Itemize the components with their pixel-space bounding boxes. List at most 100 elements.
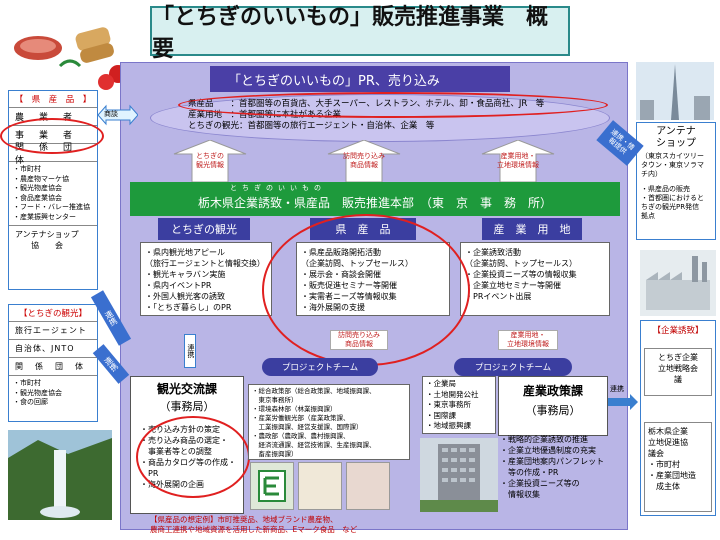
list-item: ・市町村 (13, 379, 41, 387)
antenna-shop-location: （東京スカイツリー タウン・東京ソラマ チ内） (641, 152, 704, 178)
list-item: 成主体 (648, 482, 680, 491)
highlight-ring (0, 118, 104, 154)
list-item: ・産業団地造 (648, 471, 696, 480)
shodan-arrow-icon (98, 104, 138, 126)
renkei-label: 連携 (103, 308, 119, 328)
list-item: ・食の回廊 (13, 398, 48, 406)
product-photo (346, 462, 390, 510)
list-item: 東京事務所） (252, 396, 298, 404)
column-sangyo: ・企業誘致活動 （企業訪問、トップセールス） ・企業投資ニーズ等の情報収集 ・企… (460, 242, 610, 316)
list-item: ・食品産業協会 (13, 193, 62, 202)
skytree-image (636, 62, 714, 120)
sangyo-division-sub: （事務局） (525, 404, 581, 417)
departments-box: ・総合政策部（総合政策課、地域振興課、 東京事務所） ・環境森林部（林業振興課）… (248, 384, 410, 460)
hq-banner: とちぎのいいもの 栃木県企業誘致・県産品 販売推進本部 （東 京 事 務 所） (130, 182, 620, 216)
hq-name: 栃木県企業誘致・県産品 販売推進本部 （東 京 事 務 所） (197, 196, 552, 210)
list-item: ・企業誘致活動 (465, 248, 521, 257)
list-item: ・企業局 (426, 379, 456, 388)
list-item: ・企業投資ニーズ等の情報収集 (465, 270, 577, 279)
renkei-label: 連携 (102, 354, 120, 374)
food-products-image (14, 27, 127, 90)
left-panel-head: 【とちぎの観光】 (9, 305, 97, 322)
left-panel-row: 自治体、JNTO (9, 340, 97, 358)
prefectural-office-image (420, 438, 498, 512)
list-item: ・観光物産協会 (13, 184, 62, 192)
antenna-shop-panel: アンテナ ショップ （東京スカイツリー タウン・東京ソラマ チ内） ・県産品の販… (636, 122, 716, 240)
list-item: 協 会 (15, 241, 63, 250)
highlight-ring (136, 416, 250, 498)
page-title: 「とちぎのいいもの」販売推進事業 概要 (150, 5, 570, 62)
footnote: 【県産品の想定例】市町推奨品、地域ブランド農産物、 農商工連携や地域資源を活用し… (150, 515, 510, 535)
target-line: とちぎの観光：首都圏等の旅行エージェント・自治体、企業 等 (188, 121, 435, 131)
list-item: ・観光物産協会 (13, 388, 62, 397)
project-team-pill: プロジェクトチーム (454, 358, 572, 376)
sangyo-division-name: 産業政策課 (522, 384, 583, 398)
list-item: （旅行エージェントと情報交換） (145, 259, 265, 268)
list-item: 立地戦略会 (658, 364, 698, 373)
list-item: アンテナショップ (15, 230, 79, 239)
list-item: ・農産物マーケ協 (13, 174, 69, 183)
renkei-label: 連携 (184, 334, 196, 368)
list-item: ・市町村 (648, 460, 680, 469)
list-item: 経済流通課、経営技術課、生産振興課、 (252, 441, 376, 449)
mid-arrow-label: 訪問売り込み 商品情報 (330, 330, 388, 350)
list-item: ・首都圏におけると (641, 194, 704, 202)
e-mark-logo (258, 470, 286, 502)
list-item: 畜産振興課） (252, 450, 298, 458)
factory-image (640, 250, 716, 316)
list-item: 工業振興課、経営支援課、国際課） (252, 423, 363, 431)
list-item: ・PRイベント出展 (465, 292, 532, 301)
column-head-kanko: とちぎの観光 (158, 218, 250, 240)
list-item: ・企業立地優遇制度の充実 (500, 446, 596, 455)
list-item: ちぎの観光PR発信 (641, 203, 700, 211)
list-item: ・フード・バレー推進協 (13, 203, 90, 211)
list-item: ・県内イベントPR (145, 281, 212, 290)
list-item: ・総合政策部（総合政策課、地域振興課、 (252, 387, 376, 395)
arrow-up-icon (481, 140, 555, 182)
senryaku-kaigi: とちぎ企業 立地戦略会 議 (644, 348, 712, 396)
arrow-label-kensanpin: 訪問売り込み 商品情報 (343, 152, 385, 169)
kanko-division-name: 観光交流課 (156, 382, 217, 396)
arrow-label-kanko: とちぎの 観光情報 (196, 152, 224, 169)
left-panel-list: ・市町村 ・農産物マーケ協 ・観光物産協会 ・食品産業協会 ・フード・バレー推進… (9, 162, 97, 226)
sangyo-division (498, 376, 608, 436)
left-panel-list: ・市町村 ・観光物産協会 ・食の回廊 (9, 376, 97, 411)
antenna-shop-items: ・県産品の販売 ・首都圏におけると ちぎの観光PR発信 拠点 (641, 185, 711, 221)
column-kanko: ・県内観光地アピール （旅行エージェントと情報交換） ・観光キャラバン実施 ・県… (140, 242, 272, 316)
list-item: ・産業労働観光部（産業政策課、 (252, 414, 350, 422)
left-panel-row: 関 係 団 体 (9, 358, 97, 376)
waterfall-image (8, 430, 112, 520)
kigyo-yuchi-panel (640, 320, 716, 516)
list-item: ・県産品の販売 (641, 185, 690, 193)
list-item: ・東京事務所 (426, 400, 471, 409)
sangyo-division-items: ・戦略的企業誘致の推進 ・企業立地優遇制度の充実 ・産業団地案内パンフレット 等… (500, 434, 618, 500)
highlight-ring (178, 92, 608, 118)
kanko-division-sub: （事務局） (159, 400, 215, 413)
list-item: ・国際課 (426, 410, 456, 420)
shodan-label: 商談 (104, 110, 118, 118)
hq-reading: とちぎのいいもの (230, 184, 326, 192)
footnote-line: 農商工連携や地域資源を活用した新商品、Eマーク食品 など (150, 525, 358, 534)
left-panel-row: 旅行エージェント (9, 322, 97, 340)
list-item: 立地促進協 (648, 438, 688, 447)
renkei-label: 連携 (610, 385, 624, 393)
list-item: 情報収集 (500, 490, 540, 499)
list-item: ・「とちぎ暮らし」のPR (145, 303, 232, 312)
list-item: ・産業振興センター (13, 212, 76, 221)
arrow-label-sangyo: 産業用地・ 立地環境情報 (497, 152, 539, 169)
list-item: 議会 (648, 449, 664, 458)
list-item: （企業訪問、トップセールス） (465, 259, 577, 268)
pr-banner: 「とちぎのいいもの」PR、売り込み (210, 66, 510, 92)
list-item: 議 (674, 375, 682, 384)
mid-arrow-label: 産業用地・ 立地環境情報 (498, 330, 558, 350)
arrow-up-icon (173, 140, 247, 182)
list-item: ・農政部（農政課、農村振興課、 (252, 432, 350, 440)
list-item: ・県内観光地アピール (145, 248, 225, 257)
arrow-up-icon (327, 140, 401, 182)
sokushin-kyogikai: 栃木県企業 立地促進協 議会 ・市町村 ・産業団地造 成主体 (644, 422, 712, 512)
project-team-pill: プロジェクトチーム (262, 358, 378, 376)
list-item: ・企業投資ニーズ等の (500, 479, 580, 488)
list-item: ・土地開発公社 (426, 389, 479, 399)
list-item: ・市町村 (13, 165, 41, 173)
footnote-line: 【県産品の想定例】市町推奨品、地域ブランド農産物、 (150, 515, 338, 524)
